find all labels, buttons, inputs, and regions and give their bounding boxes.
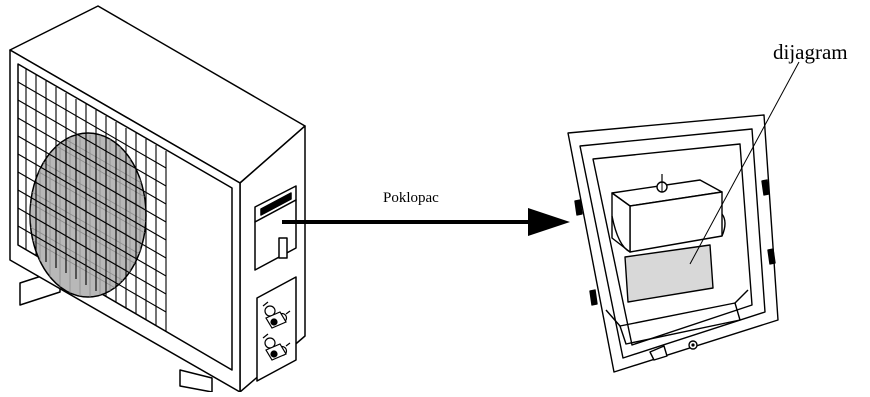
cover-bottom-ledge [605,309,621,327]
fan-grille-bars [17,69,167,332]
cover-bottom-ledge-right [734,289,749,304]
callout-label-text: dijagram [773,40,848,64]
cover-clip-right-upper [761,179,770,196]
service-valves [262,301,291,361]
wiring-diagram-plate [624,244,714,303]
cover-clip-left-lower [589,289,598,306]
fan-grille-frame [17,63,233,371]
cover-clip-right-lower [767,248,776,265]
service-cover-tab [278,237,288,259]
cover-panel [567,114,779,373]
cover-handle-curve [611,215,631,253]
cover-bottom-hook [649,345,668,361]
cover-handle-curve-right [721,213,726,237]
arrow-label-text: Poklopac [383,190,439,206]
callout-leader-line [689,61,800,265]
valve-lower-icon [262,333,291,361]
cover-clip-left-upper [574,199,583,216]
cover-bottom-channel [619,302,741,345]
cover-arrow [282,208,570,236]
side-handle-slot [260,192,292,216]
outdoor-unit [9,5,306,393]
valve-upper-icon [262,301,291,329]
